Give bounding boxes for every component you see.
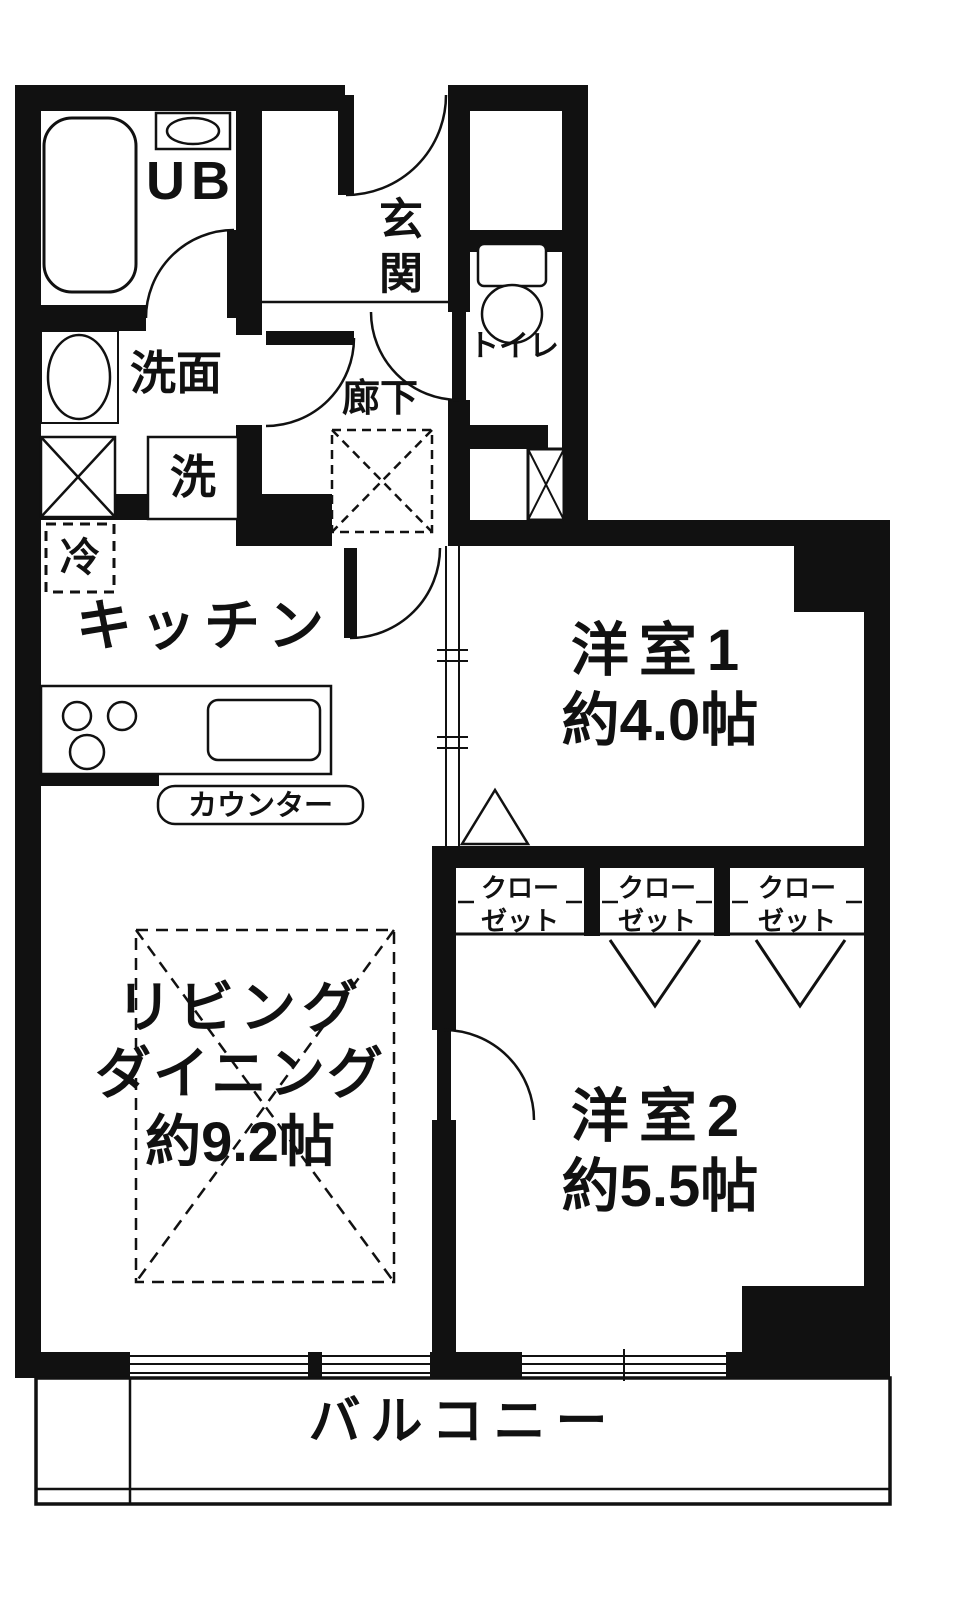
washroom-door [265,331,356,428]
kitchen-door [344,547,442,640]
closet-label-1-line1: クロー [480,873,559,903]
closet-label-1: クロー ゼット [456,872,584,937]
toilet-fixture [476,242,548,345]
closet-label-2-line2: ゼット [617,905,696,936]
bathtub [42,116,138,294]
living-name-line2: ダイニング [95,1042,385,1105]
closet2-door-mark [608,939,702,1009]
washbasin [40,330,119,424]
sliding-door [437,546,468,846]
kitchen-label: キッチン [76,594,332,657]
washroom-label: 洗面 [130,347,222,399]
closet-marks [456,787,864,1009]
room2-size: 約5.5帖 [561,1154,759,1219]
corridor-hatch [330,428,434,534]
closet-label-2-line1: クロー [617,873,696,903]
shaft-box [39,435,117,519]
toilet-label: トイレ [469,330,559,363]
counter-label: カウンター [187,790,333,822]
balcony-outline [34,1376,892,1506]
closet-label-3: クロー ゼット [730,872,864,937]
living-window-2 [322,1352,430,1378]
bath-vanity [154,111,232,151]
doors [144,94,536,1121]
closet-label-1-line2: ゼット [480,905,559,936]
room2-window [522,1349,726,1381]
bath-door [144,228,241,319]
closet-label-3-line1: クロー [757,873,836,903]
fridge-space [44,522,116,594]
stove [39,684,333,776]
kitchen-sink [206,698,322,762]
ub-label: UB [146,151,236,211]
living-name-line1: リビング [116,976,364,1039]
fixtures [39,111,566,826]
fridge-label: 冷 [60,536,100,580]
living-window-1 [130,1352,308,1378]
room2-name: 洋室2 [570,1084,750,1149]
living-size: 約9.2帖 [145,1110,335,1173]
windows [130,1349,726,1381]
walls [15,85,890,1378]
closet1-door-mark [459,787,531,846]
room2-door [437,1028,536,1121]
washer-box [146,435,240,521]
entrance-door [338,94,448,197]
balcony-label: バルコニー [308,1393,618,1451]
closet-label-2: クロー ゼット [600,872,714,937]
pipe-shaft-hatch [526,447,566,522]
entrance-label: 玄関 [372,196,421,304]
toilet-door [369,311,466,402]
counter-box [156,784,365,826]
room1-name: 洋室1 [570,618,750,683]
living-dashed-box [134,928,396,1284]
dashed-marks [44,428,434,1284]
closet-label-3-line2: ゼット [757,905,836,936]
room1-size: 約4.0帖 [561,688,759,753]
laundry-label: 洗 [170,451,216,503]
closet3-door-mark [754,939,847,1009]
corridor-label: 廊下 [342,378,419,420]
